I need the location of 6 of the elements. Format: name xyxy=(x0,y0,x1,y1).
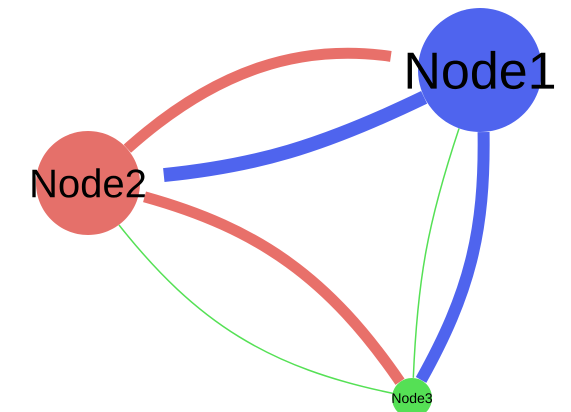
edge xyxy=(416,132,490,383)
graph-node: Node3 xyxy=(392,378,432,412)
edge xyxy=(412,128,460,378)
edge xyxy=(124,48,392,153)
edge xyxy=(118,224,393,394)
edge xyxy=(142,192,404,385)
